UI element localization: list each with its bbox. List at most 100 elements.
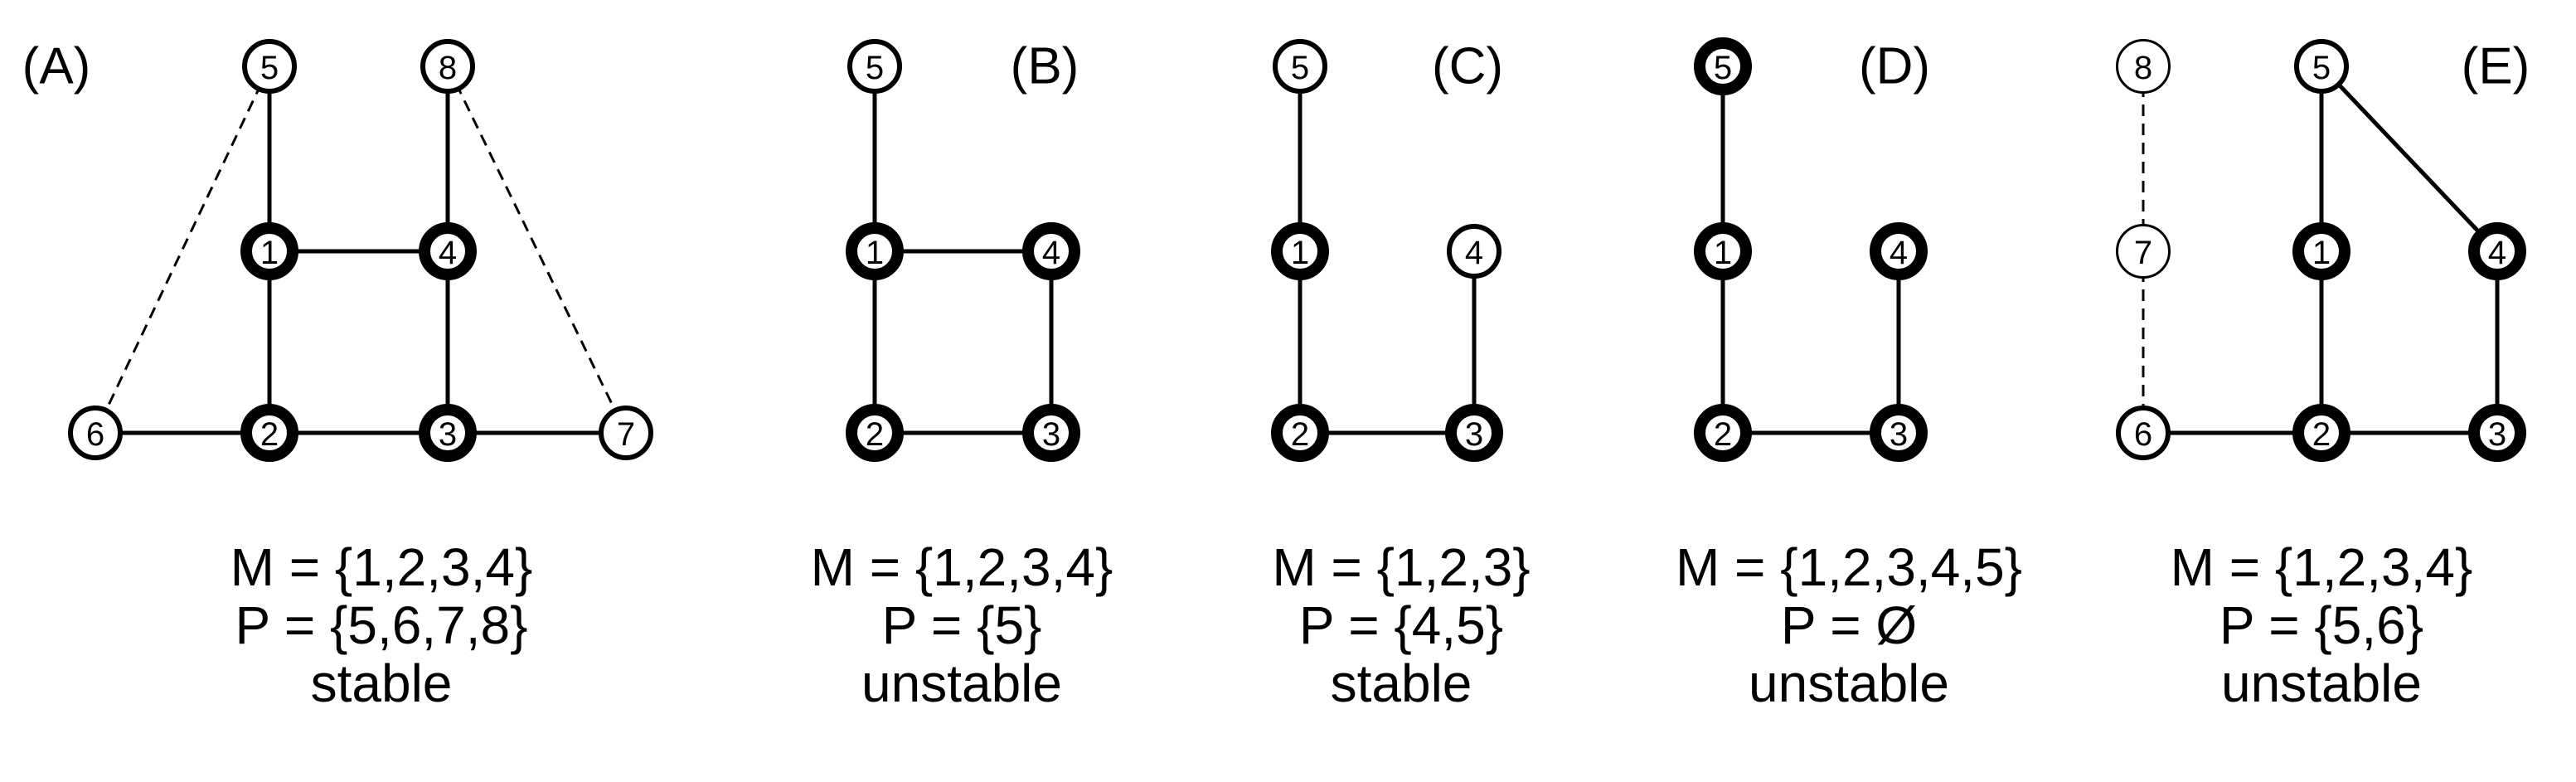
node-7: 7 [599,406,653,460]
node-circle [1694,37,1752,95]
node-label: 2 [1714,416,1732,453]
node-label: 1 [2312,235,2331,271]
node-circle [2292,404,2350,462]
node-circle [2116,39,2171,94]
panel-label-a: (A) [22,38,91,95]
node-1: 1 [1694,222,1752,280]
node-5: 5 [847,39,902,94]
node-label: 5 [2312,50,2331,86]
caption-e: M = {1,2,3,4} P = {5,6} unstable [2073,541,2570,715]
node-circle [1271,222,1329,280]
caption-d-p: P = Ø [1780,595,1918,655]
node-5: 5 [1273,39,1327,94]
node-circle [2294,39,2349,94]
node-label: 3 [1890,416,1908,453]
node-5: 5 [242,39,297,94]
node-label: 5 [1714,50,1732,86]
node-circle [2468,404,2526,462]
node-circle [2116,224,2171,279]
node-1: 1 [1271,222,1329,280]
caption-d-status: unstable [1749,653,1949,713]
node-label: 4 [439,235,457,271]
caption-b-status: unstable [861,653,1062,713]
node-circle [599,406,653,460]
node-label: 1 [1714,235,1732,271]
node-circle [2292,222,2350,280]
caption-e-m: M = {1,2,3,4} [2170,537,2473,597]
graph-c: (C) 5 1 4 2 3 [1271,38,1503,462]
node-2: 2 [240,404,298,462]
node-label: 1 [866,235,884,271]
node-circle [847,39,902,94]
node-label: 4 [1042,235,1060,271]
node-label: 2 [1291,416,1309,453]
node-4: 4 [1870,222,1928,280]
node-circle [846,222,904,280]
caption-a-p: P = {5,6,7,8} [235,595,528,655]
node-label: 2 [2312,416,2331,453]
node-4: 4 [419,222,477,280]
node-circle [1273,39,1327,94]
node-4: 4 [2468,222,2526,280]
node-label: 5 [866,50,884,86]
node-1: 1 [240,222,298,280]
caption-d: M = {1,2,3,4,5} P = Ø unstable [1600,541,2098,715]
node-circle [1445,404,1503,462]
panel-label-c: (C) [1432,38,1503,95]
caption-d-m: M = {1,2,3,4,5} [1675,537,2023,597]
node-label: 3 [1042,416,1060,453]
caption-b-p: P = {5} [881,595,1042,655]
node-label: 8 [439,50,457,86]
node-label: 4 [1890,235,1908,271]
node-circle [242,39,297,94]
node-6: 6 [68,406,123,460]
node-circle [1870,222,1928,280]
node-circle [240,404,298,462]
node-label: 3 [2488,416,2506,453]
node-circle [1694,404,1752,462]
node-8: 8 [420,39,475,94]
node-label: 1 [260,235,279,271]
node-label: 7 [617,416,635,453]
caption-c-status: stable [1330,653,1472,713]
caption-c-m: M = {1,2,3} [1272,537,1531,597]
panel-label-e: (E) [2462,38,2530,95]
caption-b: M = {1,2,3,4} P = {5} unstable [713,541,1210,715]
node-3: 3 [2468,404,2526,462]
node-label: 2 [866,416,884,453]
node-circle [1870,404,1928,462]
node-3: 3 [1022,404,1080,462]
node-1: 1 [846,222,904,280]
node-label: 8 [2134,50,2152,86]
caption-e-p: P = {5,6} [2219,595,2424,655]
node-label: 3 [1465,416,1483,453]
node-label: 4 [2488,235,2506,271]
node-circle [1022,404,1080,462]
node-circle [1022,222,1080,280]
node-label: 2 [260,416,279,453]
graph-d: (D) 5 1 4 2 3 [1694,37,1930,462]
node-circle [420,39,475,94]
dashed-edge-8-7 [446,66,628,434]
node-label: 5 [1291,50,1309,86]
node-2: 2 [1271,404,1329,462]
node-label: 4 [1465,235,1483,271]
edge-5-4 [2320,65,2499,253]
node-3: 3 [1445,404,1503,462]
node-2: 2 [1694,404,1752,462]
node-2: 2 [2292,404,2350,462]
panel-label-d: (D) [1859,38,1930,95]
node-4: 4 [1022,222,1080,280]
node-4: 4 [1447,224,1501,279]
node-7: 7 [2116,224,2171,279]
caption-a-m: M = {1,2,3,4} [230,537,533,597]
node-6: 6 [2116,406,2171,460]
node-label: 6 [86,416,104,453]
node-label: 7 [2134,235,2152,271]
node-3: 3 [1870,404,1928,462]
node-circle [2116,406,2171,460]
node-circle [240,222,298,280]
caption-c: M = {1,2,3} P = {4,5} stable [1194,541,1608,715]
